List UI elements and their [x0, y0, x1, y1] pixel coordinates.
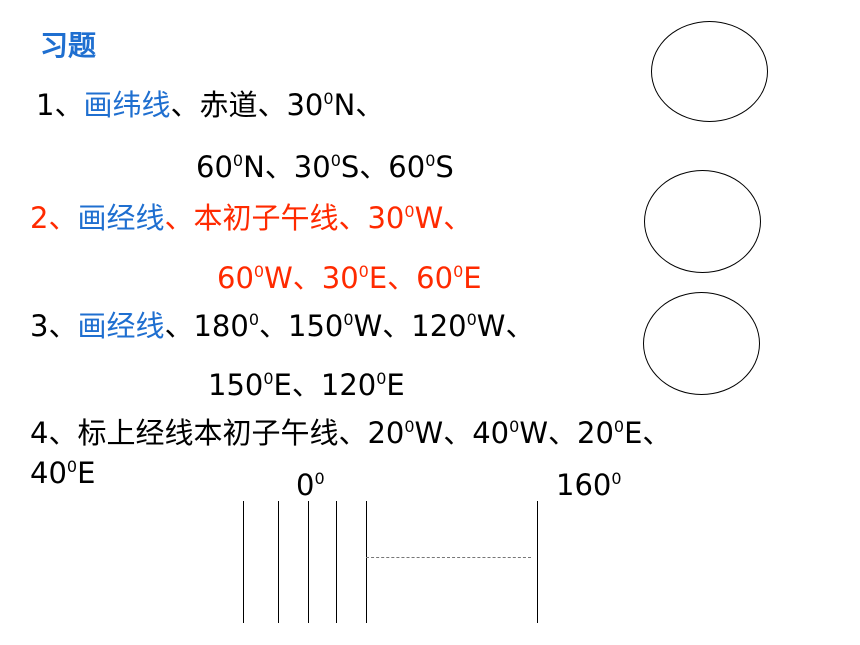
q2-seg: E、60	[368, 261, 454, 295]
q3-seg: W、	[476, 309, 535, 343]
degree-mark: 0	[323, 89, 334, 108]
question-1-text-b: N、	[333, 88, 385, 122]
q1-seg: S、60	[340, 150, 426, 184]
q3-seg: E、120	[273, 368, 377, 402]
meridian-line	[366, 501, 367, 623]
q4-seg: 40	[30, 456, 67, 490]
question-2-text-a: 、本初子午线、30	[164, 201, 405, 235]
q3-seg: 、180	[164, 309, 249, 343]
degree-mark: 0	[466, 310, 477, 329]
degree-mark: 0	[509, 417, 520, 436]
meridian-line	[278, 501, 279, 623]
degree-mark: 0	[232, 151, 244, 170]
degree-mark: 0	[263, 369, 274, 388]
question-2-text-b: W、	[414, 201, 473, 235]
exercise-title: 习题	[40, 29, 97, 62]
degree-mark: 0	[404, 417, 415, 436]
degree-mark: 0	[66, 457, 78, 476]
q4-seg: E、	[624, 416, 672, 450]
question-1-number: 1、	[36, 88, 84, 122]
drawing-circle-3	[643, 292, 760, 395]
q4-seg: 4、标上经线本初子午线、20	[30, 416, 405, 450]
question-2-number: 2、	[30, 201, 78, 235]
question-3-keyword: 画经线	[77, 309, 165, 343]
q2-seg: W、30	[264, 261, 359, 295]
question-1-keyword: 画纬线	[83, 88, 171, 122]
q4-seg: W、40	[414, 416, 510, 450]
degree-mark: 0	[253, 262, 265, 281]
degree-mark: 0	[358, 262, 369, 281]
q1-seg: N、30	[243, 150, 331, 184]
degree-mark: 0	[343, 310, 354, 329]
question-1-line-2: 600N、300S、600S	[196, 150, 454, 184]
question-2-line-2: 600W、300E、600E	[217, 261, 482, 295]
meridian-label-zero: 00	[296, 468, 325, 502]
meridian-line	[308, 501, 309, 623]
question-4-line-2: 400E	[30, 456, 95, 490]
meridian-label-160: 1600	[556, 468, 622, 502]
question-3-number: 3、	[30, 309, 78, 343]
q1-seg: S	[435, 150, 454, 184]
q3-seg: 150	[208, 368, 264, 402]
question-1-line-1: 1、画纬线、赤道、300N、	[36, 88, 384, 122]
degree-mark: 0	[613, 417, 625, 436]
meridian-line	[243, 501, 244, 623]
label-text: 160	[556, 468, 612, 502]
q1-seg: 60	[196, 150, 233, 184]
q3-seg: W、120	[353, 309, 467, 343]
question-3-line-2: 1500E、1200E	[208, 368, 405, 402]
label-text: 0	[296, 468, 315, 502]
question-1-separator: 、	[170, 88, 200, 122]
degree-mark: 0	[314, 469, 325, 488]
question-2-keyword: 画经线	[77, 201, 165, 235]
q4-seg: W、20	[519, 416, 614, 450]
question-3-line-1: 3、画经线、1800、1500W、1200W、	[30, 309, 534, 343]
meridian-gap-dashed-line	[366, 557, 531, 558]
q3-seg: E	[386, 368, 405, 402]
degree-mark: 0	[248, 310, 260, 329]
drawing-circle-1	[651, 21, 768, 122]
q2-seg: 60	[217, 261, 254, 295]
degree-mark: 0	[425, 151, 436, 170]
degree-mark: 0	[453, 262, 464, 281]
drawing-circle-2	[644, 170, 761, 273]
meridian-line	[336, 501, 337, 623]
q3-seg: 、150	[259, 309, 344, 343]
meridian-line	[537, 501, 538, 623]
question-2-line-1: 2、画经线、本初子午线、300W、	[30, 201, 472, 235]
degree-mark: 0	[330, 151, 341, 170]
degree-mark: 0	[611, 469, 622, 488]
degree-mark: 0	[376, 369, 387, 388]
degree-mark: 0	[404, 202, 415, 221]
question-1-text-a: 赤道、30	[199, 88, 324, 122]
q2-seg: E	[463, 261, 482, 295]
question-4-line-1: 4、标上经线本初子午线、200W、400W、200E、	[30, 416, 671, 450]
q4-seg: E	[77, 456, 96, 490]
